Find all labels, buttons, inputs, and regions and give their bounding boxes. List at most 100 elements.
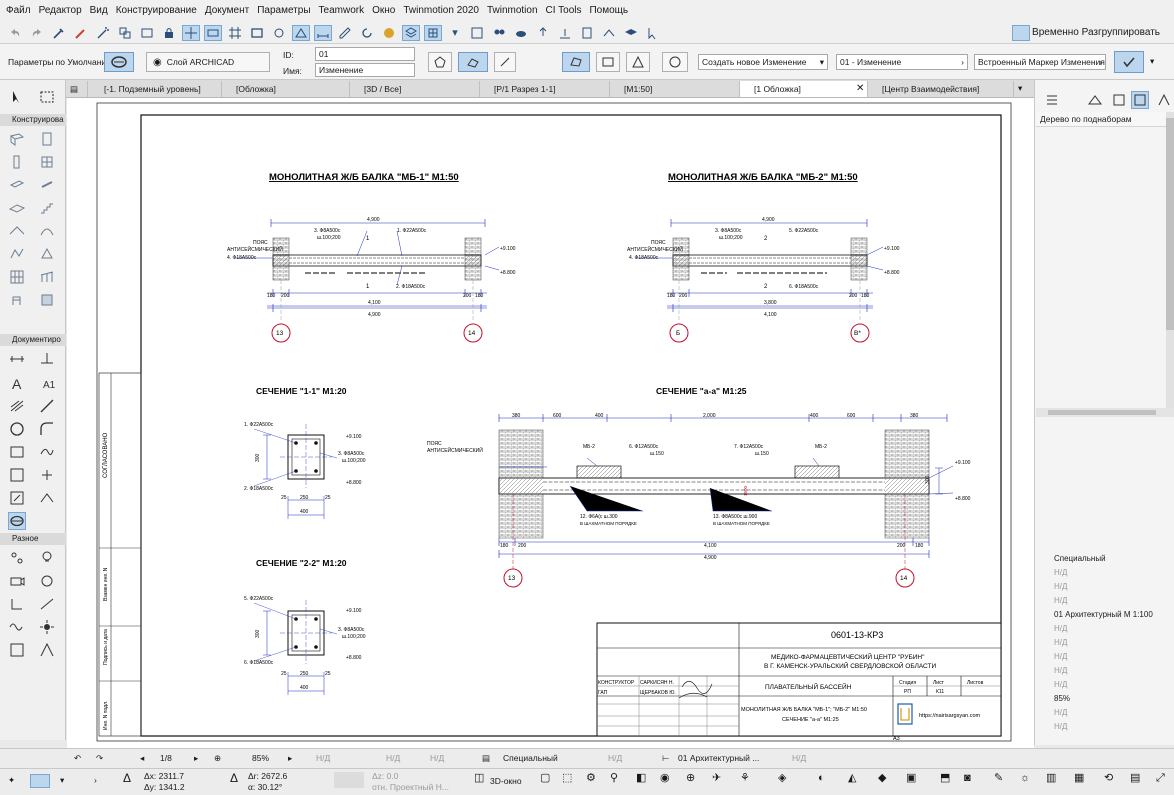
detail-tool-icon[interactable]: [38, 572, 56, 590]
menu-twinmotion[interactable]: Twinmotion: [486, 5, 538, 16]
redo-icon[interactable]: [28, 25, 46, 41]
export-icon[interactable]: [556, 25, 574, 41]
coord-reference[interactable]: отн. Проектный Н...: [372, 782, 449, 792]
menu-view[interactable]: Вид: [89, 5, 108, 16]
section-misc[interactable]: Разное: [0, 533, 66, 545]
zone-tool-icon[interactable]: [38, 291, 56, 309]
mesh-tool-icon[interactable]: [8, 245, 26, 263]
menu-options[interactable]: Параметры: [257, 5, 311, 16]
wave-tool-icon[interactable]: [8, 618, 26, 636]
marker-shape-4-button[interactable]: [662, 52, 688, 72]
dimension-icon[interactable]: ⊢: [662, 753, 670, 763]
hotspot-tool-icon[interactable]: [38, 466, 56, 484]
tab-m150[interactable]: [M1:50]: [610, 81, 740, 97]
prev-page-icon[interactable]: ◂: [140, 753, 145, 763]
view-settings-icon[interactable]: ⬒: [940, 772, 951, 784]
zoom-icon[interactable]: ⊕: [214, 753, 222, 763]
id-input[interactable]: 01: [315, 47, 415, 61]
view-map-icon[interactable]: [1086, 91, 1104, 109]
walk-icon[interactable]: ⚘: [740, 772, 750, 784]
tree-mode-label[interactable]: Дерево по поднаборам: [1036, 112, 1166, 127]
cursor-select-icon[interactable]: [644, 25, 662, 41]
morph-tool-icon[interactable]: [38, 245, 56, 263]
level-dimension-icon[interactable]: [38, 350, 56, 368]
list-icon[interactable]: ▤: [1130, 772, 1141, 784]
grid-element-icon[interactable]: [8, 549, 26, 567]
dimension-value[interactable]: 01 Архитектурный ...: [678, 753, 760, 763]
sun-icon[interactable]: ☼: [1020, 772, 1031, 784]
view-3d-button[interactable]: 3D-окно: [490, 776, 522, 786]
drawing-tool-icon[interactable]: [8, 466, 26, 484]
selection-icon[interactable]: ▦: [1074, 772, 1085, 784]
render-icon[interactable]: [380, 25, 398, 41]
railing-tool-icon[interactable]: [38, 268, 56, 286]
marker-dropdown[interactable]: Встроенный Маркер Изменения›: [974, 54, 1106, 70]
tab-list-icon[interactable]: ▤: [66, 81, 88, 97]
worksheet-tool-icon[interactable]: [38, 595, 56, 613]
section-documentation[interactable]: Документиро: [0, 334, 66, 346]
pen-icon[interactable]: [336, 25, 354, 41]
prop-row[interactable]: Н/Д: [1036, 580, 1174, 594]
prop-row[interactable]: Н/Д: [1036, 566, 1174, 580]
close-icon[interactable]: ✕: [856, 83, 865, 94]
tab-collaboration[interactable]: [Центр Взаимодействия]: [868, 81, 1014, 97]
favorites-button[interactable]: [104, 52, 134, 72]
tools-icon[interactable]: ✎: [994, 772, 1004, 784]
navigator-hscroll-thumb[interactable]: [1048, 410, 1156, 415]
cube-icon[interactable]: ◫: [474, 772, 485, 784]
orbit-icon[interactable]: ⊕: [686, 772, 696, 784]
rotate-icon[interactable]: [358, 25, 376, 41]
roof-tool-icon[interactable]: [8, 222, 26, 240]
camera-tool-icon[interactable]: [8, 572, 26, 590]
surface-icon[interactable]: ◭: [848, 772, 857, 784]
menu-help[interactable]: Помощь: [589, 5, 629, 16]
prop-row[interactable]: 01 Архитектурный М 1:100: [1036, 608, 1174, 622]
figure-tool-icon[interactable]: [8, 443, 26, 461]
project-map-icon[interactable]: [1043, 91, 1061, 109]
stair-tool-icon[interactable]: [38, 199, 56, 217]
cloud-icon[interactable]: [512, 25, 530, 41]
rotation-value[interactable]: Н/Д: [316, 753, 331, 763]
view-options-icon[interactable]: ◧: [636, 772, 647, 784]
text-tool-icon[interactable]: A: [8, 374, 26, 392]
pen-set-icon[interactable]: ▤: [482, 753, 491, 763]
line-style-icon[interactable]: [334, 772, 364, 788]
door-tool-icon[interactable]: [38, 130, 56, 148]
navigator-icon[interactable]: [468, 25, 486, 41]
slab-tool-icon[interactable]: [8, 199, 26, 217]
coord-dx[interactable]: Δx: 2311.7: [144, 771, 185, 781]
axis-tool-icon[interactable]: [8, 595, 26, 613]
elevation-tool-icon[interactable]: [38, 489, 56, 507]
coord-dy[interactable]: Δy: 1341.2: [144, 782, 185, 792]
tab-section[interactable]: [Р/1 Разрез 1-1]: [480, 81, 610, 97]
navigator-scroll-thumb[interactable]: [1166, 118, 1174, 330]
prop-row[interactable]: Н/Д: [1036, 706, 1174, 720]
beam-tool-icon[interactable]: [8, 176, 26, 194]
prop-row[interactable]: Специальный: [1036, 552, 1174, 566]
publisher-icon[interactable]: [1155, 91, 1173, 109]
renovation-value[interactable]: Н/Д: [792, 753, 807, 763]
layout-book-icon[interactable]: [1110, 91, 1128, 109]
grid-snap-icon[interactable]: [424, 24, 442, 41]
sun-tool-icon[interactable]: [38, 618, 56, 636]
layers-icon[interactable]: [402, 24, 420, 41]
skylight-tool-icon[interactable]: [38, 176, 56, 194]
teamwork-icon[interactable]: [490, 25, 508, 41]
prop-row[interactable]: Н/Д: [1036, 720, 1174, 734]
coord-angle[interactable]: α: 30.12°: [248, 782, 283, 792]
chevron-down-icon[interactable]: ▸: [288, 753, 293, 763]
group-icon[interactable]: [116, 25, 134, 41]
chevron-down-icon[interactable]: ▾: [1150, 56, 1155, 66]
menu-file[interactable]: Файл: [6, 5, 31, 16]
chevron-down-icon[interactable]: ▾: [60, 775, 65, 785]
eyedropper-icon[interactable]: [50, 25, 68, 41]
undo-icon[interactable]: [6, 25, 24, 41]
prop-row[interactable]: 85%: [1036, 692, 1174, 706]
syringe-icon[interactable]: [72, 25, 90, 41]
circle-tool-icon[interactable]: [8, 420, 26, 438]
line-tool-icon[interactable]: [38, 397, 56, 415]
marker-shape-2-button[interactable]: [596, 52, 620, 72]
pen-color-icon[interactable]: ◐: [818, 772, 825, 784]
menu-twinmotion-2020[interactable]: Twinmotion 2020: [403, 5, 479, 16]
sheet-icon[interactable]: [578, 25, 596, 41]
